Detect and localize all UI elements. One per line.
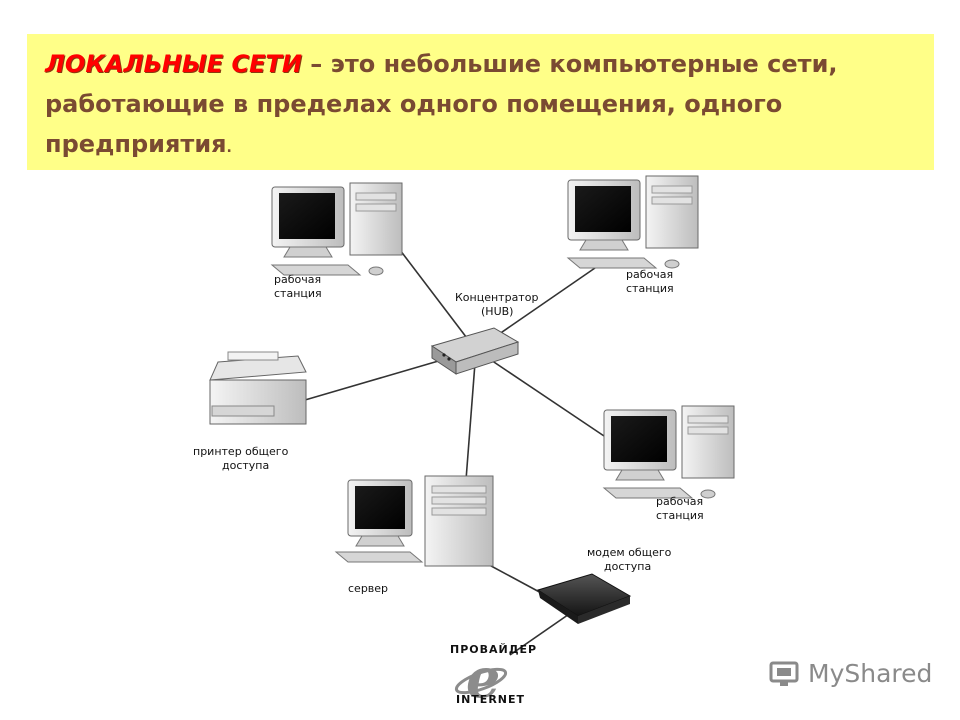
label-provider: ПРОВАЙДЕР xyxy=(450,643,537,656)
label-internet: INTERNET xyxy=(456,693,525,706)
hub-icon xyxy=(430,327,520,375)
myshared-watermark: MyShared xyxy=(768,655,932,691)
term-local-networks: ЛОКАЛЬНЫЕ СЕТИ xyxy=(45,50,302,78)
definition-text: ЛОКАЛЬНЫЕ СЕТИ – это небольшие компьютер… xyxy=(45,44,925,168)
watermark-text: MyShared xyxy=(808,658,933,688)
definition-banner xyxy=(27,34,934,170)
svg-text:e: e xyxy=(466,646,500,710)
definition-period: . xyxy=(226,140,232,156)
workstation-top-left-icon xyxy=(271,182,403,276)
printer-icon xyxy=(209,351,307,425)
label-server: сервер xyxy=(348,582,388,595)
modem-icon xyxy=(536,573,632,624)
definition-body: – это небольшие компьютерные сети, работ… xyxy=(45,50,838,158)
internet-e-icon: e xyxy=(454,646,508,710)
workstation-right-icon xyxy=(603,405,735,499)
server-icon xyxy=(334,475,494,567)
workstation-top-right-icon xyxy=(567,175,699,269)
myshared-logo-icon xyxy=(769,661,799,686)
label-hub: Концентратор(HUB) xyxy=(455,291,538,318)
